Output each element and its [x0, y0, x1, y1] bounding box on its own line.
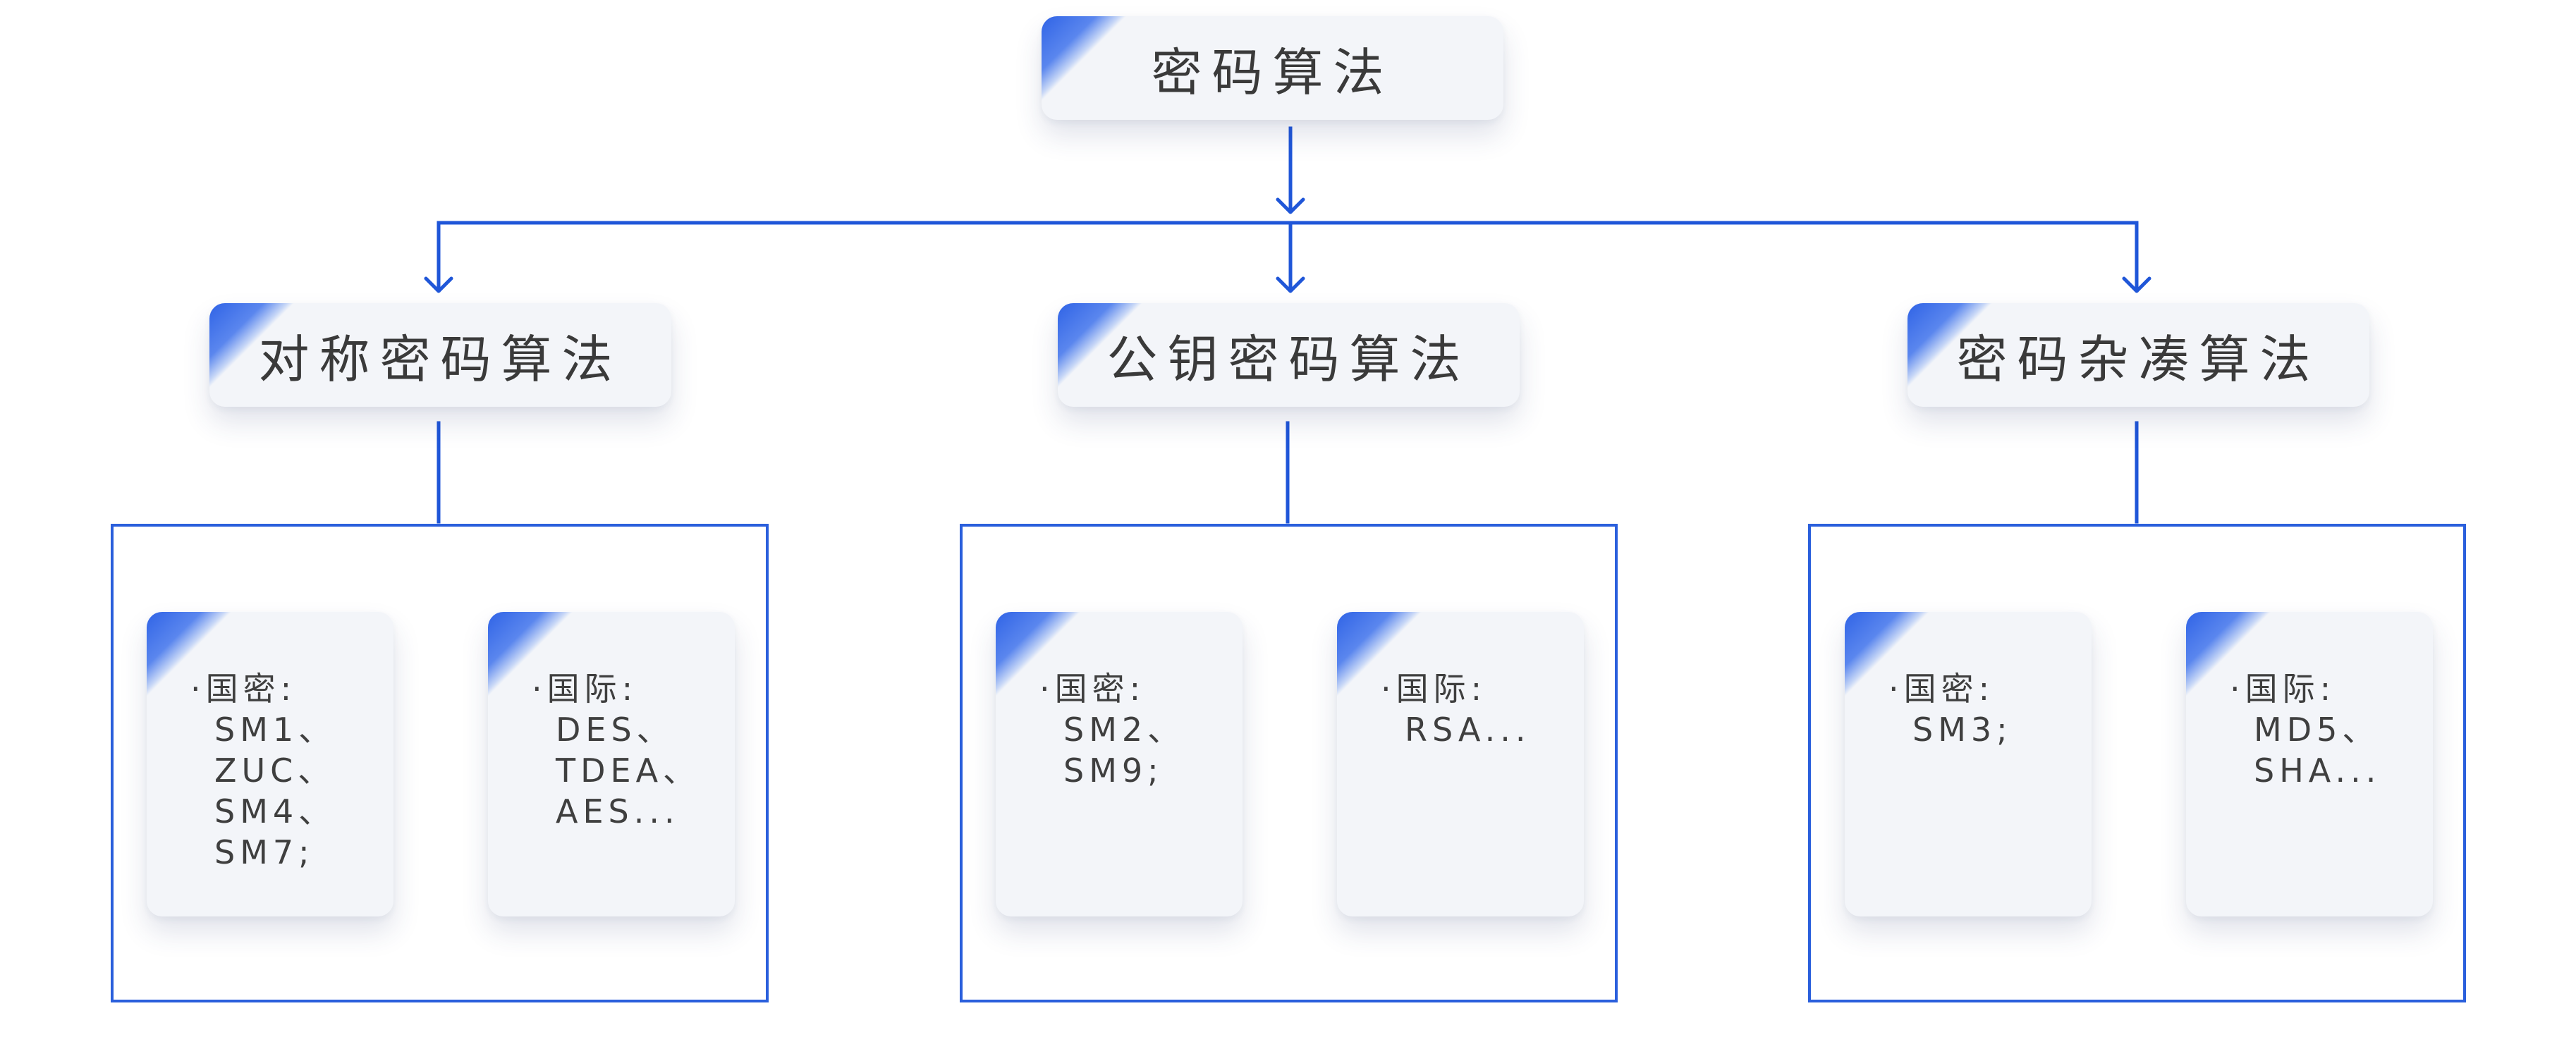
algorithm-item: SM4、 — [214, 792, 336, 830]
algorithm-item: MD5、 — [2254, 711, 2380, 749]
algorithm-item: SM3; — [1912, 711, 2013, 749]
category-node-hash: 密码杂凑算法 — [1907, 303, 2369, 407]
category-node-symmetric: 对称密码算法 — [209, 303, 671, 407]
algorithm-item: RSA... — [1405, 711, 1531, 749]
algorithm-item: TDEA、 — [556, 752, 701, 790]
drop-arrowhead-2 — [1276, 276, 1305, 293]
leaf-card-international: ·国际: DES、 TDEA、 AES... — [488, 612, 735, 916]
algorithm-item: AES... — [556, 792, 680, 830]
drop-arrowhead-3 — [2122, 276, 2151, 293]
leaf-card-domestic: ·国密: SM3; — [1845, 612, 2092, 916]
algorithm-item: SM7; — [214, 833, 315, 871]
leaf-heading: ·国际: — [1381, 670, 1487, 708]
leaf-heading: ·国密: — [190, 670, 297, 708]
leaf-card-domestic: ·国密: SM1、 ZUC、 SM4、 SM7; — [147, 612, 393, 916]
algorithm-item: SM1、 — [214, 711, 336, 749]
leaf-heading: ·国密: — [1039, 670, 1146, 708]
node-corner-accent — [996, 612, 1080, 697]
leaf-card-international: ·国际: RSA... — [1337, 612, 1584, 916]
drop-arrowhead-1 — [424, 276, 453, 293]
node-corner-accent — [488, 612, 573, 697]
algorithm-item: SHA... — [2254, 752, 2381, 790]
leaf-heading: ·国际: — [532, 670, 638, 708]
leaf-card-international: ·国际: MD5、 SHA... — [2186, 612, 2433, 916]
node-corner-accent — [147, 612, 231, 697]
node-corner-accent — [1337, 612, 1422, 697]
algorithm-item: SM9; — [1063, 752, 1164, 790]
algorithm-item: ZUC、 — [214, 752, 336, 790]
leaf-card-domestic: ·国密: SM2、 SM9; — [996, 612, 1243, 916]
root-label: 密码算法 — [1151, 43, 1394, 102]
root-arrowhead — [1276, 197, 1305, 214]
node-corner-accent — [209, 303, 294, 388]
category-label: 密码杂凑算法 — [1956, 330, 2321, 389]
leaf-heading: ·国际: — [2230, 670, 2336, 708]
category-label: 对称密码算法 — [258, 330, 623, 389]
algorithm-item: SM2、 — [1063, 711, 1185, 749]
category-label: 公钥密码算法 — [1106, 330, 1471, 389]
node-corner-accent — [1058, 303, 1142, 388]
node-corner-accent — [1907, 303, 1992, 388]
leaf-heading: ·国密: — [1888, 670, 1995, 708]
node-corner-accent — [1042, 16, 1126, 101]
algorithm-item: DES、 — [556, 711, 674, 749]
category-node-public-key: 公钥密码算法 — [1058, 303, 1520, 407]
node-corner-accent — [1845, 612, 1929, 697]
node-corner-accent — [2186, 612, 2271, 697]
root-node: 密码算法 — [1042, 16, 1503, 120]
